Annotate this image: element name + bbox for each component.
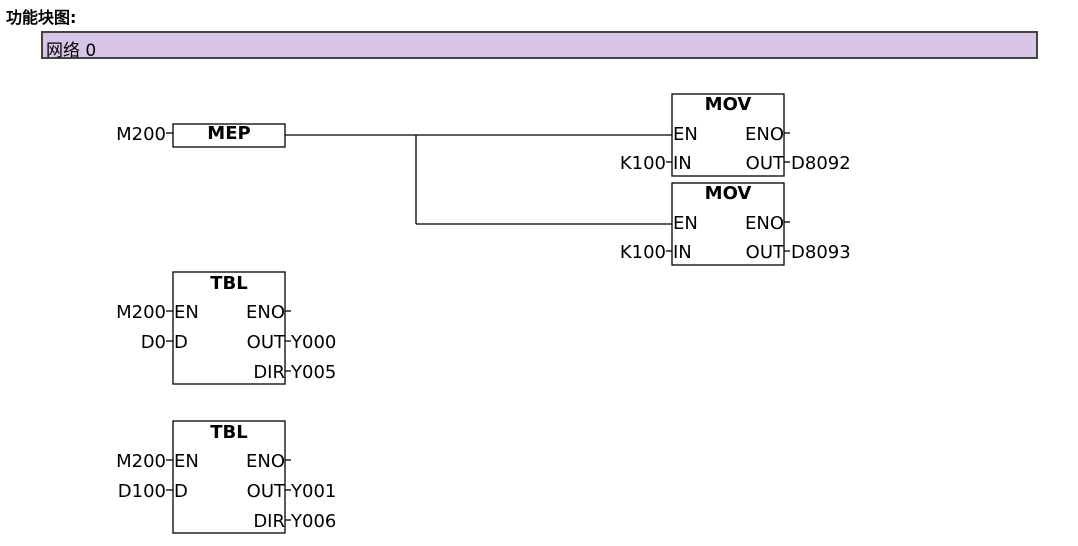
- tbl1-pin-out: OUT: [247, 332, 286, 353]
- network-label: 网络 0: [46, 41, 97, 61]
- mov1-pin-in: IN: [673, 153, 692, 174]
- tbl2-d-value: D100: [118, 481, 166, 502]
- mov1-pin-en: EN: [673, 124, 698, 145]
- mep-input-label: M200: [116, 124, 166, 145]
- tbl1-out-value: Y000: [290, 332, 336, 353]
- mov2-pin-en: EN: [673, 213, 698, 234]
- tbl-block-1[interactable]: [172, 271, 286, 385]
- tbl2-title: TBL: [210, 422, 247, 443]
- diagram-header: 功能块图:: [6, 8, 77, 27]
- tbl1-pin-en: EN: [174, 302, 199, 323]
- mov1-pin-out: OUT: [746, 153, 785, 174]
- tbl2-dir-value: Y006: [290, 511, 336, 532]
- tbl1-pin-eno: ENO: [246, 302, 285, 323]
- mep-title: MEP: [207, 123, 250, 144]
- tbl2-pin-d: D: [174, 481, 188, 502]
- mov1-in-value: K100: [620, 153, 666, 174]
- tbl1-title: TBL: [210, 273, 247, 294]
- mov2-pin-out: OUT: [746, 242, 785, 263]
- network-bar[interactable]: 网络 0: [41, 31, 1038, 61]
- tbl2-pin-eno: ENO: [246, 451, 285, 472]
- tbl-block-2[interactable]: [172, 420, 286, 534]
- mov2-title: MOV: [705, 183, 752, 204]
- tbl1-dir-value: Y005: [290, 362, 336, 383]
- mov1-out-value: D8092: [791, 153, 851, 174]
- tbl2-out-value: Y001: [290, 481, 336, 502]
- mov2-in-value: K100: [620, 242, 666, 263]
- tbl1-pin-dir: DIR: [253, 362, 285, 383]
- mov1-pin-eno: ENO: [745, 124, 784, 145]
- mov1-title: MOV: [705, 94, 752, 115]
- tbl2-en-value: M200: [116, 451, 166, 472]
- mov2-out-value: D8093: [791, 242, 851, 263]
- tbl2-pin-dir: DIR: [253, 511, 285, 532]
- mov2-pin-in: IN: [673, 242, 692, 263]
- tbl2-pin-en: EN: [174, 451, 199, 472]
- tbl1-en-value: M200: [116, 302, 166, 323]
- tbl1-pin-d: D: [174, 332, 188, 353]
- mov2-pin-eno: ENO: [745, 213, 784, 234]
- tbl1-d-value: D0: [141, 332, 166, 353]
- tbl2-pin-out: OUT: [247, 481, 286, 502]
